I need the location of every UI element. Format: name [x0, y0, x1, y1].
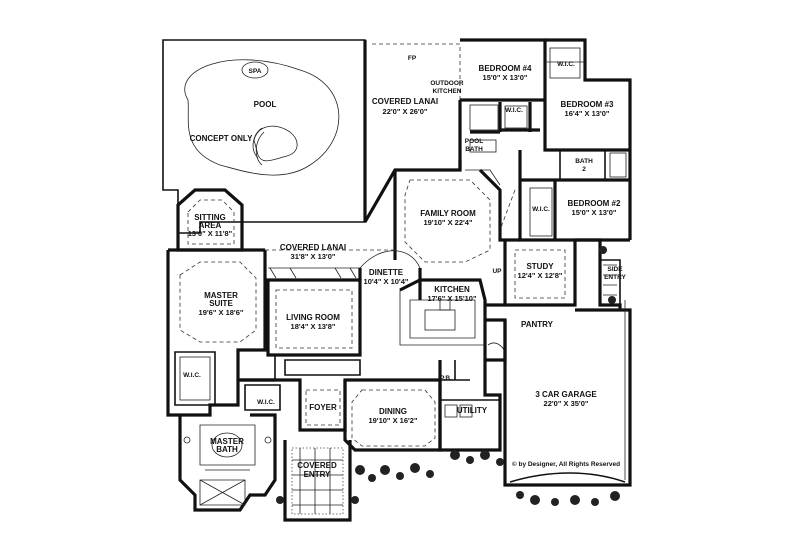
bedroom4-dim: 15'0" X 13'0" — [483, 73, 528, 82]
master-suite-label-1: MASTER — [204, 291, 238, 300]
master-suite-label-2: SUITE — [209, 299, 233, 308]
sitting-area-label-2: AREA — [199, 221, 222, 230]
main-house — [166, 188, 507, 452]
pool-bath-label-2: BATH — [465, 146, 483, 153]
pantry-label: PANTRY — [521, 320, 554, 329]
family-room-dim: 19'10" X 22'4" — [423, 218, 472, 227]
dinette-name: DINETTE — [369, 268, 404, 277]
bedroom2-name: BEDROOM #2 — [568, 199, 621, 208]
landscaping — [276, 246, 620, 506]
sitting-area-label-1: SITTING — [194, 213, 226, 222]
sitting-area-dim: 13'0" X 11'8" — [188, 229, 233, 238]
garage-name: 3 CAR GARAGE — [535, 390, 597, 399]
wic-label-master: W.I.C. — [183, 372, 201, 379]
covered-entry-walls — [283, 440, 352, 522]
garage-dim: 22'0" X 35'0" — [544, 399, 589, 408]
kitchen-dim: 17'6" X 15'10" — [427, 294, 476, 303]
dinette-dim: 10'4" X 10'4" — [364, 277, 409, 286]
bath2-label-2: 2 — [582, 166, 586, 173]
up-stairs-label: UP — [492, 268, 502, 275]
pool-label: POOL — [254, 100, 277, 109]
family-room-name: FAMILY ROOM — [420, 209, 476, 218]
covered-entry-label-2: ENTRY — [304, 470, 331, 479]
covered-lanai-mid-dim: 31'8" X 13'0" — [291, 252, 336, 261]
pool-note-label: CONCEPT ONLY — [190, 134, 253, 143]
family-room-walls — [363, 160, 520, 263]
foyer-label: FOYER — [309, 403, 337, 412]
study-dim: 12'4" X 12'8" — [518, 271, 563, 280]
covered-entry-label-1: COVERED — [297, 461, 337, 470]
side-entry-label-1: SIDE — [607, 266, 623, 273]
wic-label-bedroom4: W.I.C. — [557, 61, 575, 68]
bedroom3-name: BEDROOM #3 — [561, 100, 614, 109]
dining-dim: 19'10" X 16'2" — [368, 416, 417, 425]
copyright-label: © by Designer, All Rights Reserved — [512, 460, 620, 468]
bedroom2-dim: 15'0" X 13'0" — [572, 208, 617, 217]
master-suite-dim: 19'6" X 18'6" — [199, 308, 244, 317]
bath2-label-1: BATH — [575, 158, 593, 165]
outdoor-kitchen-label-2: KITCHEN — [433, 88, 462, 95]
bedroom4-name: BEDROOM #4 — [479, 64, 532, 73]
powder-bath-label: P.B. — [440, 375, 452, 382]
room-labels: SPA POOL CONCEPT ONLY FP COVERED LANAI 2… — [183, 55, 626, 479]
master-bath-label-2: BATH — [216, 445, 238, 454]
covered-lanai-top-dim: 22'0" X 26'0" — [383, 107, 428, 116]
master-bath-walls — [178, 413, 277, 512]
bedroom3-dim: 16'4" X 13'0" — [565, 109, 610, 118]
study-walls — [503, 238, 622, 310]
master-bath-label-1: MASTER — [210, 437, 244, 446]
living-room-name: LIVING ROOM — [286, 313, 340, 322]
kitchen-name: KITCHEN — [434, 285, 470, 294]
pool-bath-label-1: POOL — [465, 138, 483, 145]
wic-label-hall: W.I.C. — [257, 399, 275, 406]
fireplace-label: FP — [408, 55, 417, 62]
spa-label: SPA — [249, 68, 262, 75]
covered-lanai-mid-name: COVERED LANAI — [280, 243, 346, 252]
living-room-dim: 18'4" X 13'8" — [291, 322, 336, 331]
outdoor-kitchen-label-1: OUTDOOR — [430, 80, 464, 87]
garage-walls — [503, 300, 632, 487]
study-name: STUDY — [526, 262, 554, 271]
wic-label-bedroom3: W.I.C. — [505, 107, 523, 114]
covered-lanai-top-name: COVERED LANAI — [372, 97, 438, 106]
utility-label: UTILITY — [457, 406, 488, 415]
dining-name: DINING — [379, 407, 407, 416]
wic-label-bedroom2: W.I.C. — [532, 206, 550, 213]
side-entry-label-2: ENTRY — [604, 274, 626, 281]
